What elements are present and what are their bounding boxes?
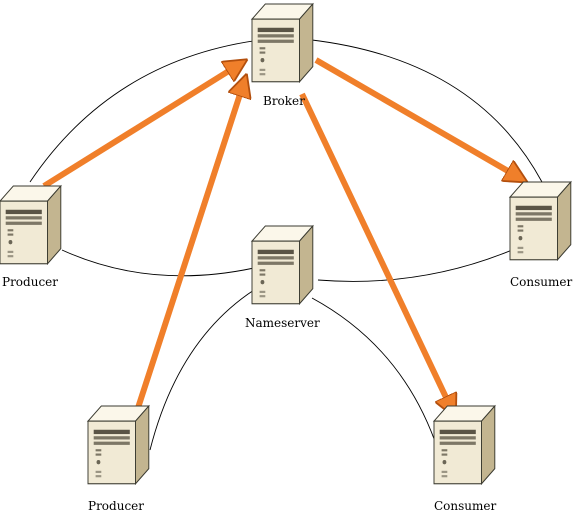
consumer-right-node[interactable]: Consumer xyxy=(509,181,573,289)
server-tower-icon xyxy=(0,185,62,265)
producer-left-label: Producer xyxy=(2,275,58,289)
broker-label: Broker xyxy=(263,94,305,108)
flow-broker-to-consumer-right xyxy=(314,57,520,178)
nameserver-label: Nameserver xyxy=(245,316,320,330)
producer-bottom-label: Producer xyxy=(88,499,144,513)
producer-bottom-node[interactable]: Producer xyxy=(87,405,150,513)
thin-connections xyxy=(29,39,543,451)
server-tower-icon xyxy=(433,405,496,485)
link-nameserver-consumer-bottom xyxy=(311,297,439,451)
server-tower-icon xyxy=(87,405,150,485)
broker-node[interactable]: Broker xyxy=(251,3,314,108)
producer-left-node[interactable]: Producer xyxy=(0,185,62,289)
flow-producer-left-to-broker xyxy=(42,64,240,189)
link-nameserver-consumer-right xyxy=(317,249,513,282)
consumer-bottom-label: Consumer xyxy=(434,499,497,513)
flow-broker-to-consumer-bottom xyxy=(299,92,452,410)
link-broker-consumer-right-outer xyxy=(311,39,543,183)
server-tower-icon xyxy=(509,181,572,261)
consumer-bottom-node[interactable]: Consumer xyxy=(433,405,497,513)
consumer-right-label: Consumer xyxy=(510,275,573,289)
server-tower-icon xyxy=(251,225,314,305)
link-nameserver-producer-bottom xyxy=(149,289,255,451)
message-flows xyxy=(42,57,520,415)
nameserver-node[interactable]: Nameserver xyxy=(245,225,320,330)
flow-producer-bottom-to-broker xyxy=(133,82,244,415)
server-tower-icon xyxy=(251,3,314,83)
link-producer-left-broker-outer xyxy=(29,39,261,183)
link-producer-left-nameserver xyxy=(61,249,255,277)
